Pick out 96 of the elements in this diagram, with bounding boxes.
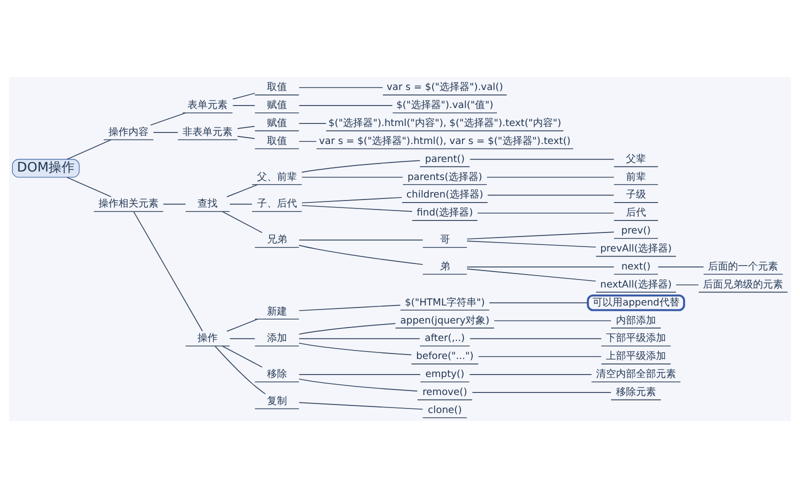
node-text: clone() (428, 404, 462, 416)
connector (237, 125, 255, 128)
connector (229, 338, 256, 339)
connector (66, 176, 112, 197)
connector (494, 320, 612, 321)
connector (298, 338, 420, 339)
node-text: 赋值 (266, 100, 287, 111)
node-text: after(,..) (424, 332, 465, 344)
node-text: 内部添加 (616, 314, 656, 326)
connector (302, 196, 402, 203)
connector (470, 158, 614, 160)
node-text: 操作 (198, 332, 218, 344)
node-box: 可以用append代替 (586, 294, 686, 311)
connector (676, 284, 699, 285)
node-text: 子级 (626, 189, 646, 200)
connector (298, 86, 384, 88)
connector (486, 176, 614, 178)
connector (658, 266, 704, 267)
node-text: 哥 (440, 234, 450, 246)
node-text: 后面兄弟级的元素 (703, 278, 784, 290)
node-text: 取值 (266, 82, 287, 93)
node-text: var s = $("选择器").val() (386, 82, 504, 93)
connector (298, 244, 424, 264)
node-text: 赋值 (266, 117, 287, 128)
connector (66, 138, 112, 160)
connector (298, 378, 418, 391)
node-text: 弟 (440, 260, 450, 272)
node-text: 表单元素 (188, 100, 228, 111)
node-text: $("HTML字符串") (404, 296, 485, 308)
connector (298, 122, 326, 124)
node-text: 前辈 (626, 171, 646, 182)
connector (232, 92, 256, 99)
node-text: find(选择器) (416, 207, 473, 218)
connector (226, 184, 258, 197)
node-text: $("选择器").val("值") (396, 100, 494, 111)
node-text: parents(选择器) (407, 171, 482, 182)
node-text: remove() (422, 386, 468, 398)
connector (298, 322, 396, 334)
connector (298, 239, 424, 240)
node-text: 子、后代 (256, 198, 297, 210)
node-text: appen(jquery对象) (400, 314, 490, 326)
connector (466, 266, 614, 267)
node-text: 复制 (266, 395, 287, 406)
node-text: empty() (425, 368, 464, 380)
node-text: 移除 (266, 368, 287, 380)
connector (298, 342, 412, 355)
node-text: 取值 (266, 135, 287, 146)
node-text: children(选择器) (406, 189, 484, 200)
node-text: 后面的一个元素 (708, 260, 778, 272)
connector (466, 268, 596, 282)
connector (487, 194, 614, 196)
node-text: 上部平级添加 (606, 350, 666, 362)
node-text: 父辈 (626, 153, 646, 164)
connector (470, 338, 602, 339)
node-text: 操作内容 (108, 126, 149, 138)
node-text: 清空内部全部元素 (596, 368, 676, 380)
connector (466, 240, 596, 248)
connector (477, 212, 614, 214)
node-text: 下部平级添加 (606, 332, 666, 344)
node-text: 新建 (266, 306, 287, 317)
connector (214, 345, 266, 394)
node-text: prevAll(选择器) (600, 243, 672, 254)
connector (466, 231, 614, 239)
node-text: next() (621, 260, 651, 272)
connector (301, 160, 420, 172)
connector (488, 302, 588, 303)
connector (229, 203, 252, 204)
node-text: parent() (425, 153, 465, 164)
node-text: 父、前辈 (256, 171, 297, 182)
node-text: before("...") (416, 350, 474, 362)
node-text: 添加 (266, 332, 287, 344)
connector (298, 304, 401, 311)
connector (298, 104, 393, 106)
connector (133, 210, 203, 332)
connector (162, 203, 186, 204)
connector (226, 318, 258, 332)
connector (222, 210, 262, 233)
node-text: 移除元素 (616, 386, 656, 398)
node-text: $("选择器").html("内容"), $("选择器").text("内容") (328, 117, 562, 128)
node-text: 后代 (626, 207, 646, 218)
node-text: nextAll(选择器) (600, 278, 672, 290)
node-text: 查找 (198, 198, 218, 210)
node-text: 操作相关元素 (98, 198, 159, 210)
connector (232, 104, 256, 106)
connector (302, 176, 404, 178)
connector (298, 402, 424, 410)
node-text: var s = $("选择器").html(), var s = $("选择器").text() (319, 135, 571, 146)
connector (222, 345, 262, 368)
node-text: 兄弟 (266, 234, 287, 246)
connector (150, 112, 186, 125)
connector (298, 140, 317, 142)
connector (302, 204, 413, 212)
connector (237, 135, 255, 138)
node-text: prev() (621, 225, 651, 236)
node-box: DOM操作 (12, 158, 80, 178)
node-text: 非表单元素 (182, 126, 233, 138)
